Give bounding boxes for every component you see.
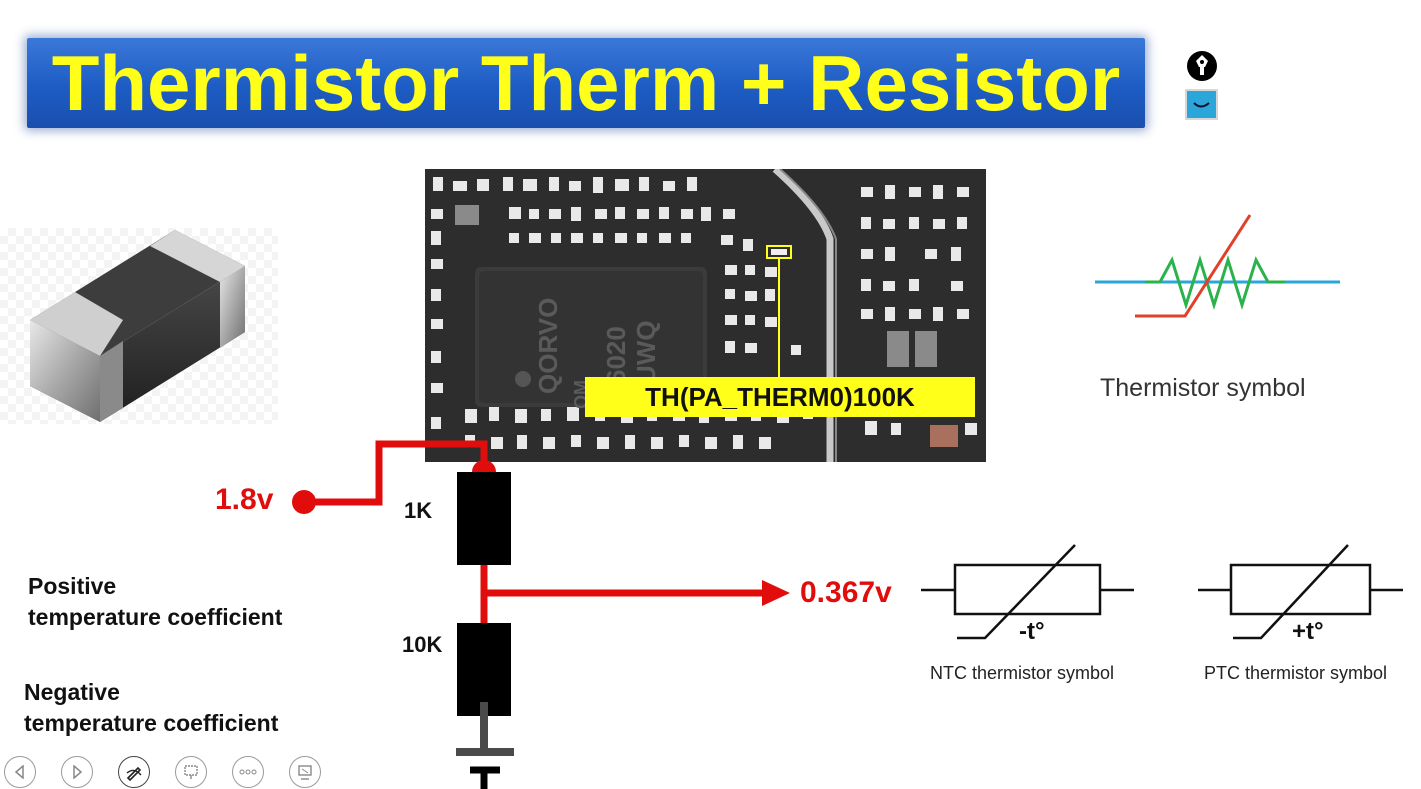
ntc-ptc-symbols (921, 544, 1403, 640)
presenter-icon[interactable] (289, 756, 321, 788)
resistor-1k-label: 1K (404, 498, 433, 523)
chip-mark-part: 6020 (601, 326, 631, 384)
whiteboard-icon[interactable] (1185, 89, 1219, 121)
slide-view-icon[interactable] (175, 756, 207, 788)
ntc-symbol (921, 544, 1134, 640)
ptc-mark: +t° (1292, 618, 1324, 645)
thermistor-symbol-caption: Thermistor symbol (1100, 374, 1306, 402)
output-voltage-label: 0.367v (800, 576, 892, 609)
positive-coefficient-line-1: Positive (28, 573, 117, 599)
title-banner: Thermistor Therm + Resistor (27, 38, 1145, 128)
chip-mark-lot: UWQ (631, 320, 661, 384)
output-arrow-icon (762, 580, 790, 606)
input-voltage-label: 1.8v (215, 483, 274, 516)
positive-coefficient-text: Positive temperature coefficient (28, 571, 282, 633)
more-icon[interactable] (232, 756, 264, 788)
positive-coefficient-line-2: temperature coefficient (28, 604, 283, 630)
chip-mark-brand: QORVO (533, 298, 563, 394)
ptc-caption: PTC thermistor symbol (1204, 663, 1388, 683)
ntc-caption: NTC thermistor symbol (930, 663, 1115, 683)
ntc-mark: -t° (1019, 618, 1045, 645)
slideshow-toolbar (4, 756, 321, 788)
previous-icon[interactable] (4, 756, 36, 788)
resistor-10k (457, 623, 511, 716)
resistor-10k-label: 10K (402, 632, 443, 657)
negative-coefficient-text: Negative temperature coefficient (24, 677, 278, 739)
resistor-1k (457, 472, 511, 565)
pen-icon[interactable] (118, 756, 150, 788)
next-icon[interactable] (61, 756, 93, 788)
thermistor-symbol-diagram (1095, 214, 1340, 318)
ptc-symbol (1198, 544, 1403, 640)
smd-thermistor-photo (0, 228, 278, 424)
negative-coefficient-line-2: temperature coefficient (24, 710, 279, 736)
pen-cursor-icon (1187, 51, 1217, 81)
thermistor-callout-label: TH(PA_THERM0)100K (585, 377, 975, 417)
negative-coefficient-line-1: Negative (24, 679, 120, 705)
page-title: Thermistor Therm + Resistor (51, 38, 1121, 127)
